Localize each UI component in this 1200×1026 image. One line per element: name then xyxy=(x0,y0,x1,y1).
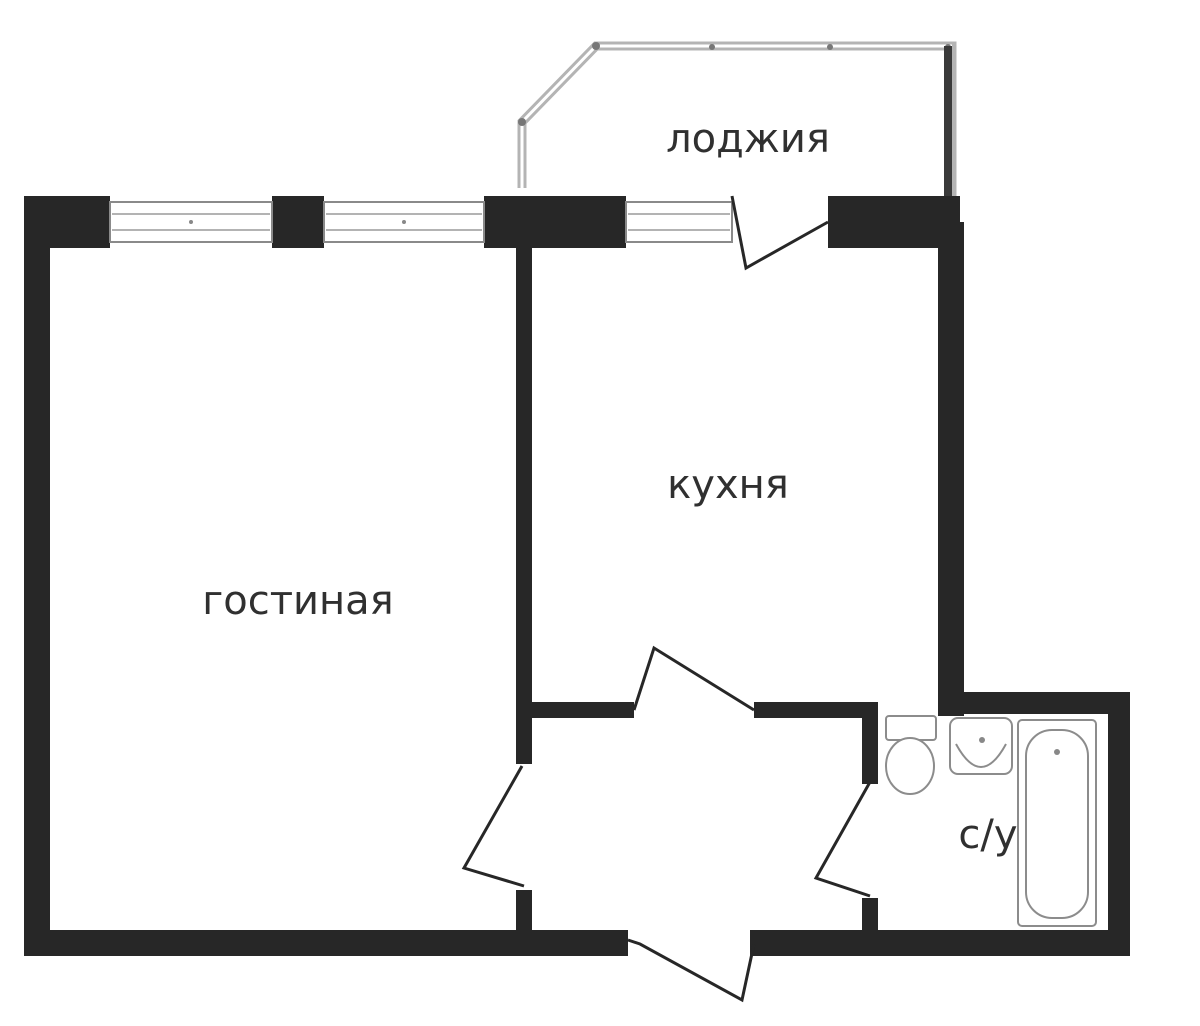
window-left xyxy=(109,201,273,243)
window-kitchen xyxy=(625,201,733,243)
loggia-glazing xyxy=(517,41,957,196)
bathtub-icon xyxy=(1017,719,1097,927)
outer-walls xyxy=(24,196,1130,956)
interior-walls xyxy=(516,246,878,932)
room-label-loggia: лоджия xyxy=(666,116,830,162)
balcony-door xyxy=(730,195,829,271)
sink-icon xyxy=(949,717,1013,775)
room-label-living-room: гостиная xyxy=(202,578,394,624)
door-swings xyxy=(461,645,872,1003)
room-label-bathroom: с/у xyxy=(958,812,1017,858)
toilet-icon xyxy=(885,715,937,795)
room-label-kitchen: кухня xyxy=(667,462,789,508)
window-middle xyxy=(323,201,485,243)
